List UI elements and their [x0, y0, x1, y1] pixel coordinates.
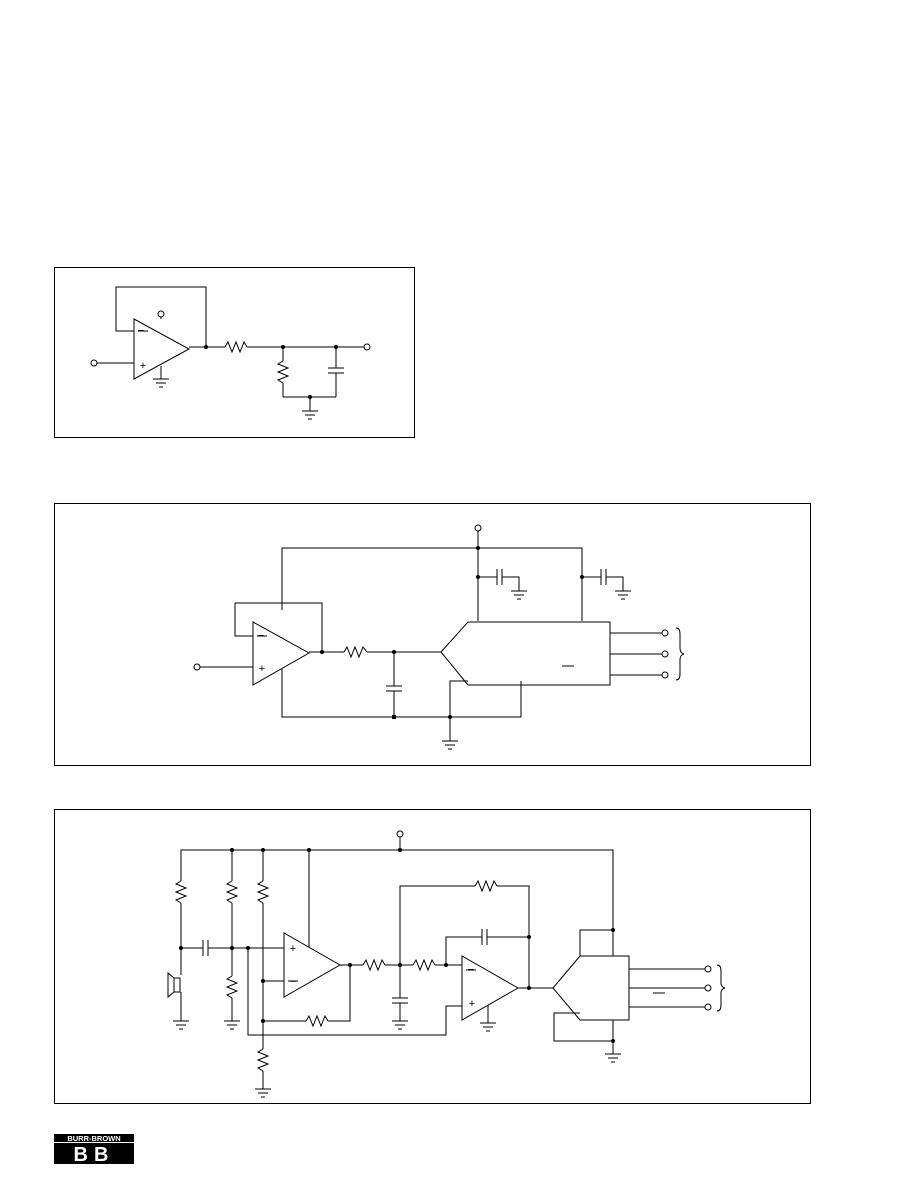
input-terminal — [90, 359, 98, 367]
feedback-resistor — [474, 879, 498, 893]
output-terminal — [704, 1003, 712, 1011]
schematic-1: − + — [90, 286, 371, 420]
filter-capacitor — [392, 997, 408, 1004]
opamp-2-plus-sign: + — [259, 663, 265, 675]
supply-terminal — [396, 830, 404, 838]
opamp-3b-minus-sign: − — [468, 964, 474, 976]
opamp-3a-plus-sign: + — [290, 943, 296, 955]
output-terminal — [363, 343, 371, 351]
opamp-3b — [461, 955, 520, 1021]
bias-resistor — [174, 880, 188, 904]
logo-mark-text: BB — [74, 1144, 115, 1164]
adc-block — [440, 621, 611, 686]
ground-symbol — [173, 1020, 189, 1030]
output-terminal — [704, 984, 712, 992]
input-terminal — [193, 663, 201, 671]
filter-resistor — [412, 958, 436, 972]
schematic-3: + − — [167, 830, 726, 1098]
opamp-3a-minus-sign: − — [290, 976, 296, 988]
circuit-panel-3: + − — [54, 809, 811, 1104]
ground-symbol — [153, 378, 169, 388]
filter-resistor — [362, 958, 386, 972]
output-terminal — [704, 965, 712, 973]
opamp-1-plus-sign: + — [140, 360, 146, 372]
decoupling-capacitor — [496, 569, 503, 585]
series-resistor — [224, 340, 248, 354]
series-resistor — [343, 645, 368, 659]
opamp-1 — [133, 318, 191, 380]
output-bracket — [716, 964, 726, 1012]
shunt-resistor — [276, 360, 290, 384]
feedback-wire — [115, 286, 207, 347]
gain-resistor — [256, 1048, 270, 1072]
ground-symbol — [302, 410, 318, 420]
gain-resistor — [256, 880, 270, 904]
burr-brown-logo: BURR-BROWN BB — [54, 1134, 134, 1164]
opamp-2 — [252, 621, 311, 686]
ground-symbol — [392, 1020, 408, 1030]
filter-capacitor — [386, 685, 402, 692]
microphone-icon — [167, 971, 181, 999]
decoupling-capacitor — [600, 569, 607, 585]
ground-symbol — [224, 1020, 240, 1030]
feedback-capacitor — [481, 929, 488, 945]
opamp-3a — [283, 932, 342, 998]
feedback-resistor — [305, 1014, 329, 1028]
opamp-2-minus-sign: − — [258, 630, 264, 642]
supply-terminal — [157, 310, 165, 318]
adc-block — [552, 955, 630, 1021]
supply-terminal — [474, 524, 482, 532]
logo-brand-text: BURR-BROWN — [67, 1134, 120, 1143]
divider-resistor — [225, 880, 239, 904]
output-terminal — [661, 629, 669, 637]
opamp-3b-plus-sign: + — [469, 998, 475, 1010]
output-terminal — [661, 650, 669, 658]
ground-symbol — [255, 1088, 271, 1098]
ground-symbol — [605, 1053, 621, 1063]
ground-symbol — [511, 590, 527, 600]
filter-capacitor — [328, 367, 344, 374]
opamp-1-minus-sign: − — [138, 325, 144, 337]
ground-symbol — [480, 1022, 496, 1032]
circuit-panel-1: − + — [54, 267, 415, 438]
output-terminal — [661, 671, 669, 679]
output-bracket — [675, 627, 685, 681]
schematic-2: − + — [193, 524, 685, 750]
ground-symbol — [442, 740, 458, 750]
feedback-wire — [234, 602, 323, 652]
divider-resistor — [225, 975, 239, 999]
circuit-panel-2: − + — [54, 503, 811, 766]
ground-symbol — [615, 590, 631, 600]
coupling-capacitor — [202, 940, 209, 956]
